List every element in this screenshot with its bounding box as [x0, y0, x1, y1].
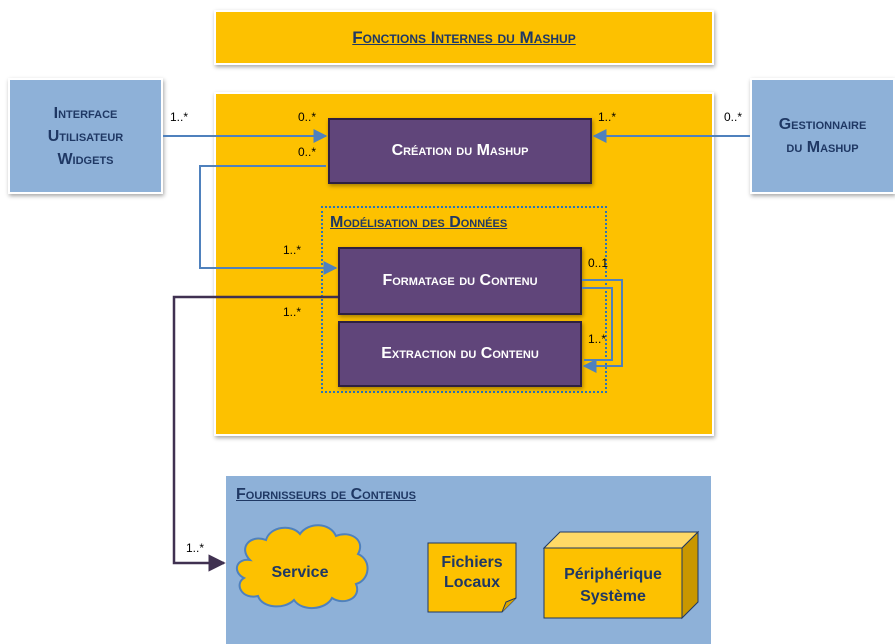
peripheral-system-box-top	[542, 531, 700, 549]
service-label: Service	[271, 564, 329, 581]
mult-left-dst: 0..*	[298, 110, 317, 124]
peripheral-system-box-front	[543, 547, 683, 619]
user-interface-line3: Widgets	[57, 150, 114, 168]
peripheral-system-label-line1: Périphérique	[564, 566, 662, 583]
internal-functions-header-box: Fonctions Internes du Mashup	[214, 10, 714, 65]
content-extraction-label: Extraction du Contenu	[381, 345, 539, 362]
content-extraction-box: Extraction du Contenu	[338, 321, 582, 387]
mashup-manager-line1: Gestionnaire	[778, 116, 867, 133]
connector-formatting-to-service	[172, 295, 338, 572]
mult-formatting-out: 1..*	[283, 305, 302, 319]
connector-formatting-to-extraction	[582, 279, 623, 373]
service-cloud-shape	[235, 524, 369, 609]
content-formatting-box: Formatage du Contenu	[338, 247, 582, 315]
mashup-creation-box: Création du Mashup	[328, 118, 592, 184]
mashup-manager-box: Gestionnaire du Mashup	[750, 78, 895, 194]
peripheral-system-label-line2: Système	[580, 588, 646, 605]
peripheral-system-label: Périphérique Système	[544, 564, 682, 608]
connector-creation-to-formatting	[199, 165, 338, 275]
mult-service-in: 1..*	[186, 541, 205, 555]
local-files-label: Fichiers Locaux	[428, 553, 516, 593]
user-interface-line2: Utilisateur	[47, 127, 124, 145]
internal-functions-title: Fonctions Internes du Mashup	[352, 27, 576, 47]
user-interface-widgets-box: Interface Utilisateur Widgets	[8, 78, 163, 194]
mashup-manager-line2: du Mashup	[786, 139, 859, 156]
content-formatting-label: Formatage du Contenu	[382, 272, 538, 289]
local-files-label-line1: Fichiers	[441, 554, 503, 571]
user-interface-line1: Interface	[53, 104, 118, 122]
data-modeling-title: Modélisation des Données	[330, 214, 508, 231]
mult-right-src: 0..*	[724, 110, 743, 124]
local-files-label-line2: Locaux	[443, 574, 500, 591]
mult-format-self-dst: 1..*	[588, 332, 607, 346]
mult-left-src: 1..*	[170, 110, 189, 124]
peripheral-system-box-side	[681, 530, 699, 620]
mult-format-self-src: 0..1	[588, 256, 609, 270]
mashup-creation-label: Création du Mashup	[391, 142, 529, 159]
content-providers-title: Fournisseurs de Contenus	[236, 486, 416, 503]
data-modeling-group	[321, 206, 607, 393]
connector-formatting-loop-inner	[582, 287, 613, 361]
mult-creation-loop: 0..*	[298, 145, 317, 159]
mult-formatting-in: 1..*	[283, 243, 302, 257]
mult-right-dst: 1..*	[598, 110, 617, 124]
